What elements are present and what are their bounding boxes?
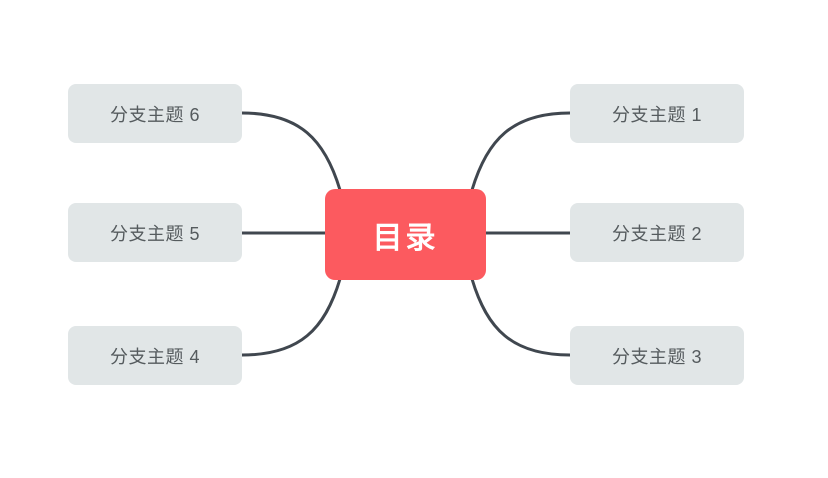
- branch-node-label: 分支主题 2: [611, 223, 702, 244]
- branch-node-1[interactable]: 分支主题 1: [570, 84, 744, 143]
- connector-central-to-branch-4: [240, 277, 342, 357]
- connector-central-to-branch-6: [240, 111, 342, 192]
- connector-central-to-branch-3: [470, 277, 572, 357]
- branch-node-4[interactable]: 分支主题 4: [68, 326, 242, 385]
- branch-node-label: 分支主题 4: [109, 346, 200, 367]
- branch-node-6[interactable]: 分支主题 6: [68, 84, 242, 143]
- branch-node-3[interactable]: 分支主题 3: [570, 326, 744, 385]
- branch-node-label: 分支主题 6: [109, 104, 200, 125]
- connector-central-to-branch-1: [470, 111, 572, 192]
- central-topic-node[interactable]: 目录: [325, 189, 486, 280]
- central-topic-label: 目录: [372, 221, 439, 255]
- branch-node-5[interactable]: 分支主题 5: [68, 203, 242, 262]
- branch-node-label: 分支主题 1: [611, 104, 702, 125]
- branch-node-label: 分支主题 5: [109, 223, 200, 244]
- branch-node-label: 分支主题 3: [611, 346, 702, 367]
- branch-node-2[interactable]: 分支主题 2: [570, 203, 744, 262]
